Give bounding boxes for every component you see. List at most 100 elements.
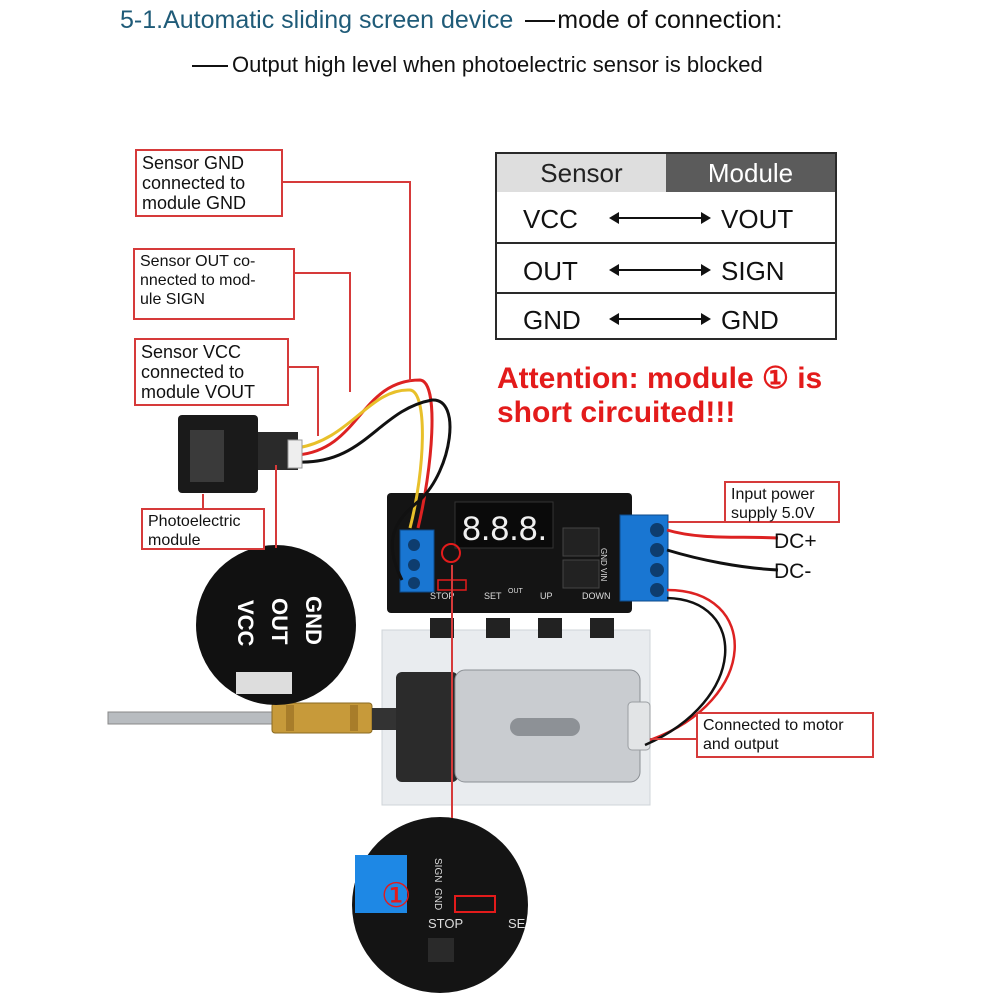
display-digits: 8.8.8. [462, 510, 547, 548]
row-divider [497, 292, 835, 294]
zoom-sensor-circle [196, 545, 356, 705]
terminal-screw [650, 523, 664, 537]
leader-line [289, 366, 319, 368]
red-wire [296, 378, 434, 529]
dc-minus-label: DC- [774, 560, 812, 583]
header-module: Module [666, 154, 835, 192]
short-marker-icon [441, 543, 461, 563]
callout-line: module [148, 532, 201, 549]
zoom-pin-gnd: GND [432, 888, 443, 910]
connection-table: Sensor Module VCC VOUT OUT SIGN GND GND [495, 152, 837, 340]
gearbox-neck [372, 708, 400, 730]
zoom-short-marker-icon: ① [381, 877, 411, 915]
zoom-pin-vcc: VCC [233, 600, 258, 647]
button-label-stop: STOP [430, 591, 454, 601]
row-sensor: GND [523, 305, 581, 335]
zoom-push-button [428, 938, 454, 962]
board-pin-label: GND VIN [599, 548, 608, 582]
row-module: VOUT [721, 204, 794, 234]
callout-line: Input power [731, 486, 815, 503]
leader-line [668, 521, 726, 523]
terminal-screw [408, 539, 420, 551]
callout-line: module GND [142, 193, 247, 213]
dc-plus-label: DC+ [774, 530, 817, 553]
relay-chip [562, 559, 600, 589]
push-button [590, 618, 614, 638]
row-module: GND [721, 305, 779, 335]
table-header: Sensor Module [497, 154, 835, 192]
row-module: SIGN [721, 256, 785, 286]
callout-line: Sensor GND [142, 153, 245, 173]
zoom-button-label-next: SE [508, 916, 526, 931]
button-label-down: DOWN [582, 591, 611, 601]
zoom-sensor-connector [236, 672, 292, 694]
zoom-button-label: STOP [428, 916, 463, 931]
subtitle-dash [192, 65, 228, 68]
callout-line: and output [703, 736, 779, 753]
push-button [486, 618, 510, 638]
callout-line: Sensor OUT co- [140, 253, 256, 270]
callout-line: Sensor VCC [141, 342, 242, 362]
callout-line: module VOUT [141, 382, 256, 402]
attention-warning: Attention: module ① is short circuited!!… [497, 362, 823, 429]
double-arrow-icon [609, 313, 711, 325]
zoom-terminal [355, 855, 407, 913]
sensor-slot [190, 430, 224, 482]
button-label-up: UP [540, 591, 553, 601]
callout-line: nnected to mod- [140, 272, 256, 289]
leader-line [283, 181, 411, 183]
terminal-screw [650, 543, 664, 557]
row-sensor: VCC [523, 204, 578, 234]
board-out-label: OUT [508, 588, 524, 595]
coupler-screw [286, 705, 294, 731]
terminal-screw [408, 577, 420, 589]
push-button [538, 618, 562, 638]
callout-motor-output: Connected to motor and output [696, 712, 874, 758]
callout-input-power: Input power supply 5.0V [724, 481, 840, 523]
double-arrow-icon [609, 212, 711, 224]
black-wire [296, 398, 452, 581]
callout-sensor-out: Sensor OUT co- nnected to mod- ule SIGN [133, 248, 295, 320]
callout-line: Connected to motor [703, 717, 844, 734]
callout-photoelectric-module: Photoelectric module [141, 508, 265, 550]
title-dash [525, 20, 556, 23]
leader-line [349, 272, 351, 392]
leader-line [202, 494, 204, 510]
button-label-set: SET [484, 591, 502, 601]
motor-red-wire [649, 588, 736, 742]
callout-line: supply 5.0V [731, 505, 815, 522]
dc-plus-wire [666, 528, 779, 540]
zoom-pin-sign: SIGN [432, 858, 443, 882]
leader-line [409, 181, 411, 381]
callout-sensor-gnd: Sensor GND connected to module GND [135, 149, 283, 217]
leader-line [317, 366, 319, 436]
header-sensor: Sensor [497, 154, 666, 192]
callout-sensor-vcc: Sensor VCC connected to module VOUT [134, 338, 289, 406]
row-sensor: OUT [523, 256, 578, 286]
dc-minus-wire [666, 548, 779, 572]
coupler-screw [350, 705, 358, 731]
motor-black-wire [644, 596, 727, 747]
terminal-screw [650, 583, 664, 597]
relay-chip [562, 527, 600, 557]
row-divider [497, 242, 835, 244]
terminal-screw [408, 559, 420, 571]
leader-line [295, 272, 350, 274]
table-row: VCC VOUT [497, 194, 835, 242]
motor-vent [510, 718, 580, 736]
title-suffix: mode of connection: [557, 6, 783, 34]
table-row: GND GND [497, 295, 835, 343]
push-button [430, 618, 454, 638]
motor-gearbox [396, 672, 458, 782]
led-display [454, 501, 554, 549]
callout-line: Photoelectric [148, 513, 241, 530]
subtitle-text: Output high level when photoelectric sen… [232, 52, 763, 77]
leader-line [650, 738, 698, 740]
table-row: OUT SIGN [497, 246, 835, 294]
page-subtitle: Output high level when photoelectric sen… [192, 52, 763, 78]
zoom-pin-gnd: GND [301, 596, 326, 645]
double-arrow-icon [609, 264, 711, 276]
zoom-jumper-highlight [454, 895, 496, 913]
